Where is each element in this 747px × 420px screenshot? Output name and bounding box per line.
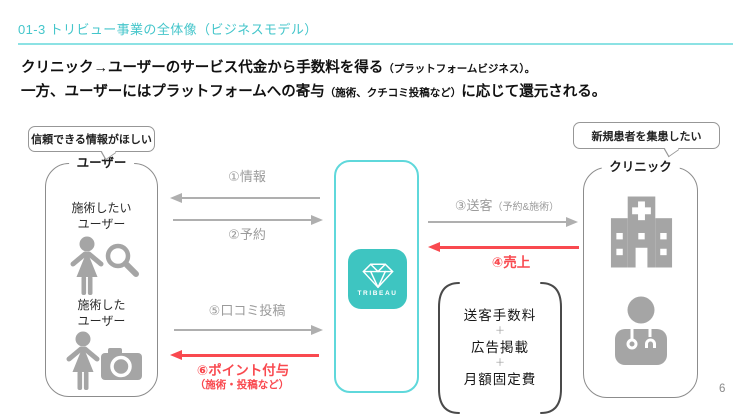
app-name: TRIBEAU — [357, 289, 398, 297]
fee-item: 月額固定費 — [463, 372, 537, 387]
flow-review-label: ⑤口コミ投稿 — [208, 303, 286, 318]
lead-paragraph: クリニック→ユーザーのサービス代金から手数料を得る（プラットフォームビジネス）。… — [21, 57, 606, 105]
tribeau-app-icon: TRIBEAU — [348, 249, 407, 309]
flow-points-sublabel: （施術・投稿など） — [194, 379, 290, 391]
user-need-bubble: 信頼できる情報がほしい — [28, 126, 155, 160]
flow-points-arrow — [170, 349, 319, 361]
tribeau-platform-frame: TRIBEAU — [334, 160, 419, 393]
bracket-shape — [438, 282, 562, 414]
lead-line-1: クリニック→ユーザーのサービス代金から手数料を得る（プラットフォームビジネス）。 — [21, 60, 536, 76]
user-need-text: 信頼できる情報がほしい — [31, 134, 152, 146]
flow-sales-arrow — [428, 241, 579, 253]
person-search-icon — [65, 236, 143, 301]
title-underline — [18, 43, 733, 45]
plus-sign: ＋ — [495, 358, 505, 369]
bubble-tail — [663, 141, 680, 157]
page-title: 01-3 トリビュー事業の全体像（ビジネスモデル） — [18, 22, 318, 37]
user-box-title: ユーザー — [68, 155, 135, 172]
person-camera-icon — [61, 331, 145, 396]
fee-box: 送客手数料 ＋ 広告掲載 ＋ 月額固定費 — [435, 281, 565, 415]
flow-referral-arrow — [428, 216, 578, 228]
lead-line-2: 一方、ユーザーにはプラットフォームへの寄与（施術、クチコミ投稿など）に応じて還元… — [21, 84, 607, 100]
fee-item: 広告掲載 — [471, 340, 529, 355]
doctor-icon — [611, 294, 671, 372]
fee-item: 送客手数料 — [463, 308, 537, 323]
clinic-need-bubble: 新規患者を集患したい — [573, 122, 720, 157]
user-done-label: 施術したユーザー — [77, 298, 126, 328]
fee-list: 送客手数料 ＋ 広告掲載 ＋ 月額固定費 — [435, 281, 565, 415]
flow-reserve-label: ②予約 — [228, 227, 266, 242]
clinic-need-text: 新規患者を集患したい — [591, 130, 702, 143]
flow-sales-label: ④売上 — [491, 255, 531, 270]
flow-reserve-arrow — [173, 214, 323, 226]
flow-info-label: ①情報 — [228, 169, 266, 184]
user-box: ユーザー 施術したいユーザー 施術したユーザー — [45, 155, 158, 397]
page-number: 6 — [719, 383, 726, 395]
flow-review-arrow — [174, 324, 323, 336]
flow-info-arrow — [170, 192, 320, 204]
user-want-label: 施術したいユーザー — [71, 201, 132, 231]
hospital-icon — [607, 196, 676, 273]
flow-referral-label: ③送客（予約&施術） — [454, 198, 560, 213]
plus-sign: ＋ — [495, 326, 505, 337]
clinic-box: クリニック — [583, 159, 698, 398]
diamond-icon — [362, 263, 393, 288]
clinic-box-title: クリニック — [601, 159, 680, 176]
flow-points-label: ⑥ポイント付与 — [196, 363, 290, 378]
